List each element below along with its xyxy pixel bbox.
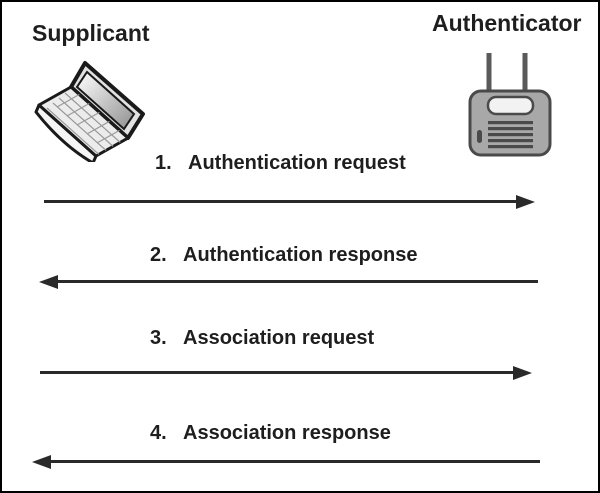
laptop-icon xyxy=(27,57,147,167)
message-2-arrow-left xyxy=(39,274,538,290)
message-2-text: Authentication response xyxy=(183,244,418,266)
message-2-number: 2. xyxy=(150,244,167,266)
arrow-line xyxy=(44,200,520,203)
arrow-line xyxy=(40,371,517,374)
message-4-text: Association response xyxy=(183,422,391,444)
arrow-line xyxy=(54,280,538,283)
arrowhead-left-icon xyxy=(32,455,51,469)
message-4-number: 4. xyxy=(150,422,167,444)
message-1-number: 1. xyxy=(155,152,172,174)
message-4-arrow-left xyxy=(32,454,540,470)
authenticator-actor-label: Authenticator xyxy=(432,10,582,36)
message-2-label: 2. Authentication response xyxy=(150,244,417,267)
message-3-arrow-right xyxy=(40,365,532,381)
message-4-label: 4. Association response xyxy=(150,422,391,445)
arrowhead-left-icon xyxy=(39,275,58,289)
message-3-text: Association request xyxy=(183,327,375,349)
message-3-label: 3. Association request xyxy=(150,327,374,350)
message-1-arrow-right xyxy=(44,194,535,210)
arrowhead-right-icon xyxy=(516,195,535,209)
message-1-label: 1. Authentication request xyxy=(155,152,406,175)
access-point-icon xyxy=(455,49,565,164)
message-3-number: 3. xyxy=(150,327,167,349)
arrow-line xyxy=(47,460,540,463)
supplicant-actor-label: Supplicant xyxy=(32,20,150,46)
arrowhead-right-icon xyxy=(513,366,532,380)
message-1-text: Authentication request xyxy=(188,152,406,174)
